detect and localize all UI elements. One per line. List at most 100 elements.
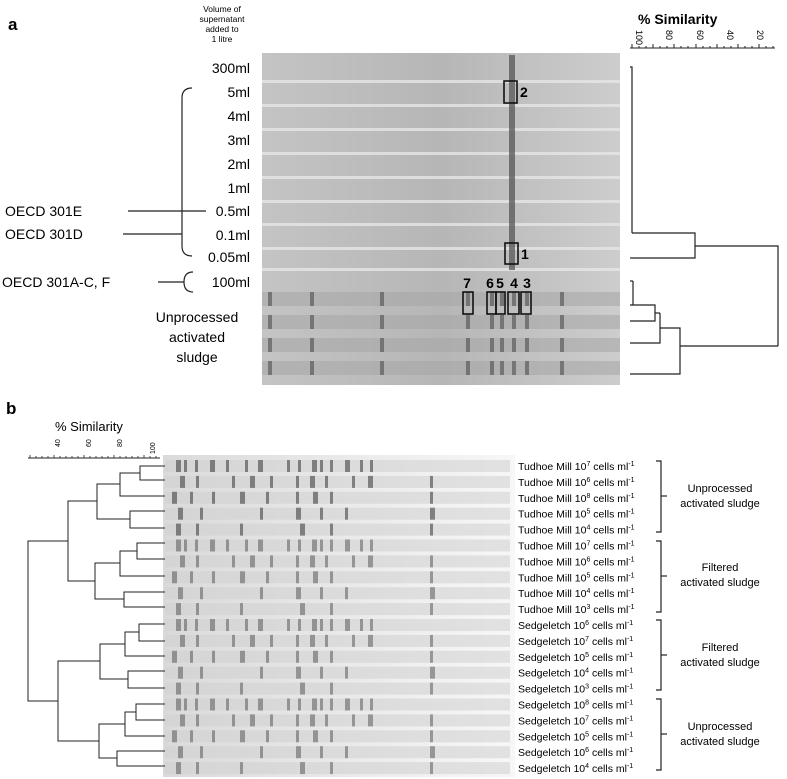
gel-band bbox=[325, 634, 328, 647]
gel-band bbox=[240, 730, 245, 743]
gel-band bbox=[258, 619, 263, 631]
lane-site: Sedgeletch 10 bbox=[518, 668, 585, 680]
lane-unit-exponent: -1 bbox=[628, 541, 634, 548]
gel-band bbox=[240, 762, 243, 775]
gel-band bbox=[490, 338, 494, 352]
group-label-line: Unprocessed bbox=[688, 721, 753, 733]
gel-band bbox=[258, 698, 263, 711]
lane-label-a: 0.1ml bbox=[216, 227, 250, 243]
gel-band bbox=[330, 730, 333, 743]
gel-band bbox=[330, 523, 333, 536]
gel-band bbox=[172, 491, 177, 504]
gel-band bbox=[312, 460, 317, 472]
panel-a-brackets bbox=[123, 87, 206, 293]
band-box bbox=[495, 291, 506, 315]
gel-band bbox=[380, 315, 384, 329]
gel-lane-separator bbox=[262, 104, 620, 107]
gel-band bbox=[352, 634, 355, 647]
group-label-line: Filtered bbox=[702, 642, 739, 654]
gel-band bbox=[296, 587, 301, 600]
gel-band bbox=[190, 491, 193, 504]
lane-unit: cells ml bbox=[590, 493, 628, 505]
band-boxes: 2 1 7 6 5 4 3 bbox=[462, 80, 532, 315]
gel-band bbox=[330, 682, 333, 695]
lane-unit: cells ml bbox=[590, 541, 628, 553]
gel-band bbox=[298, 539, 301, 552]
scale-tick-b: 80 bbox=[117, 439, 124, 447]
gel-band bbox=[368, 714, 373, 727]
gel-band bbox=[525, 292, 529, 306]
gel-a-lanes bbox=[262, 55, 620, 375]
gel-band bbox=[430, 523, 433, 536]
gel-band bbox=[266, 730, 269, 743]
lane-unit-exponent: -1 bbox=[627, 747, 633, 754]
gel-band bbox=[380, 292, 384, 306]
lane-unit: cells ml bbox=[590, 588, 628, 600]
lane-label-b: Sedgeletch 105 cells ml-1 bbox=[518, 731, 633, 743]
lane-site: Tudhoe Mill 10 bbox=[518, 477, 587, 489]
gel-lane bbox=[165, 698, 510, 711]
gel-band bbox=[430, 571, 433, 584]
lane-label-b: Tudhoe Mill 108 cells ml-1 bbox=[518, 493, 635, 505]
sludge-label-line: sludge bbox=[176, 349, 217, 365]
gel-band bbox=[330, 762, 333, 775]
lane-unit: cells ml bbox=[590, 525, 628, 537]
gel-lane bbox=[165, 491, 510, 504]
gel-band bbox=[268, 292, 272, 306]
gel-band bbox=[430, 634, 433, 647]
gel-band bbox=[466, 315, 470, 329]
gel-band bbox=[250, 475, 255, 488]
gel-band bbox=[210, 698, 215, 711]
gel-band bbox=[196, 523, 199, 536]
gel-band bbox=[560, 361, 564, 375]
gel-band bbox=[430, 714, 433, 727]
gel-band bbox=[200, 587, 203, 600]
lane-exponent: 4 bbox=[586, 525, 590, 532]
gel-band bbox=[430, 475, 433, 488]
scale-tick-b: 100 bbox=[150, 442, 157, 454]
gel-band bbox=[320, 698, 323, 711]
gel-lane bbox=[165, 475, 510, 488]
lane-site: Sedgeletch 10 bbox=[518, 747, 585, 759]
gel-lane bbox=[165, 619, 510, 631]
gel-band bbox=[312, 539, 317, 552]
group-label-line: activated sludge bbox=[680, 577, 760, 589]
gel-lane bbox=[165, 587, 510, 600]
gel-band bbox=[180, 475, 185, 488]
sludge-label-line: Unprocessed bbox=[156, 309, 239, 325]
lane-label-b: Tudhoe Mill 104 cells ml-1 bbox=[518, 588, 635, 600]
lane-unit-exponent: -1 bbox=[627, 684, 633, 691]
lane-label-b: Tudhoe Mill 105 cells ml-1 bbox=[518, 572, 635, 584]
gel-band bbox=[287, 539, 290, 552]
lane-unit: cells ml bbox=[589, 668, 627, 680]
panel-a-letter: a bbox=[8, 15, 18, 34]
gel-band bbox=[176, 619, 181, 631]
lane-label-a: 2ml bbox=[227, 156, 250, 172]
gel-band bbox=[270, 475, 273, 488]
group-label-line: activated sludge bbox=[680, 736, 760, 748]
gel-lane bbox=[165, 539, 510, 552]
lane-unit: cells ml bbox=[589, 700, 627, 712]
gel-band bbox=[345, 746, 348, 759]
lane-label-a: 5ml bbox=[227, 84, 250, 100]
gel-band bbox=[196, 475, 199, 488]
lane-unit-exponent: -1 bbox=[628, 525, 634, 532]
gel-band bbox=[232, 634, 235, 647]
gel-band bbox=[176, 539, 181, 552]
gel-band bbox=[330, 491, 333, 504]
lane-exponent: 6 bbox=[585, 747, 589, 754]
gel-band bbox=[310, 292, 314, 306]
scale-tick-a: 60 bbox=[695, 30, 705, 40]
gel-band bbox=[313, 650, 318, 663]
lane-unit-exponent: -1 bbox=[627, 700, 633, 707]
gel-band bbox=[560, 315, 564, 329]
lane-label-b: Sedgeletch 104 cells ml-1 bbox=[518, 668, 633, 680]
gel-band bbox=[310, 634, 315, 647]
gel-band bbox=[310, 555, 315, 568]
gel-band bbox=[232, 714, 235, 727]
panel-b-dendrogram bbox=[27, 465, 165, 767]
gel-band bbox=[310, 714, 315, 727]
gel-band bbox=[226, 619, 229, 631]
lane-unit: cells ml bbox=[589, 636, 627, 648]
